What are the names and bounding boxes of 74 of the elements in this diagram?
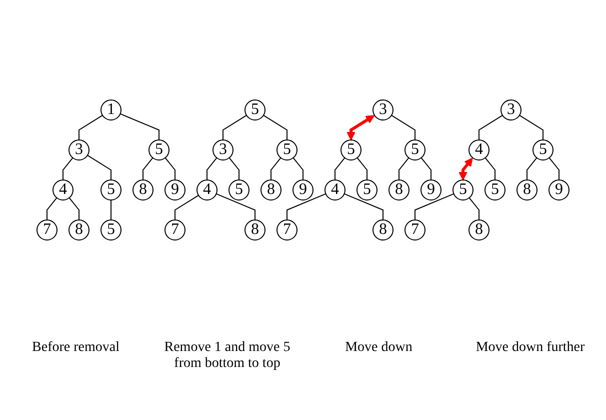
connector	[292, 157, 304, 180]
node-circle: 7	[164, 220, 186, 240]
connector	[334, 157, 346, 180]
connector	[86, 154, 112, 180]
node-circle: 8	[468, 220, 490, 240]
arrow	[346, 115, 375, 140]
node-circle: 4	[324, 180, 346, 200]
node-circle: 9	[292, 180, 314, 200]
node-circle: 8	[132, 180, 154, 200]
node-circle: 3	[68, 140, 90, 160]
connector	[390, 114, 416, 140]
connector	[478, 114, 504, 140]
connector	[270, 157, 282, 180]
connector	[420, 157, 432, 180]
node-circle: 5	[340, 140, 362, 160]
connector	[228, 157, 240, 180]
node-circle: 9	[420, 180, 442, 200]
node-circle: 8	[516, 180, 538, 200]
node-circle: 5	[356, 180, 378, 200]
connector	[518, 114, 544, 140]
node-circle: 1	[100, 100, 122, 120]
connector	[356, 157, 368, 180]
connector	[174, 194, 200, 220]
node-circle: 5	[404, 140, 426, 160]
node-circle: 8	[260, 180, 282, 200]
tree-caption: Remove 1 and move 5 from bottom to top	[163, 340, 292, 372]
connector	[222, 114, 248, 140]
connector	[78, 114, 104, 140]
node-circle: 3	[372, 100, 394, 120]
connector	[206, 157, 218, 180]
tree-caption: Move down further	[474, 340, 586, 357]
connector	[142, 157, 154, 180]
node-circle: 8	[68, 220, 90, 240]
connector	[216, 193, 256, 220]
connector	[286, 193, 326, 220]
node-circle: 5	[100, 180, 122, 200]
tree-caption: Move down	[344, 340, 414, 357]
node-circle: 7	[276, 220, 298, 240]
node-circle: 3	[500, 100, 522, 120]
connector	[68, 197, 80, 220]
connector	[110, 200, 112, 220]
connector	[262, 114, 288, 140]
connector	[62, 157, 74, 180]
node-circle: 8	[372, 220, 394, 240]
connector	[398, 157, 410, 180]
node-circle: 5	[148, 140, 170, 160]
node-circle: 8	[388, 180, 410, 200]
connector	[46, 197, 58, 220]
connector	[344, 193, 384, 220]
tree-caption: Before removal	[31, 340, 120, 357]
node-circle: 7	[36, 220, 58, 240]
node-circle: 5	[228, 180, 250, 200]
node-circle: 5	[532, 140, 554, 160]
node-circle: 7	[404, 220, 426, 240]
node-circle: 9	[548, 180, 570, 200]
connector	[120, 113, 160, 140]
connector	[468, 197, 480, 220]
node-circle: 3	[212, 140, 234, 160]
connector	[484, 157, 496, 180]
node-circle: 4	[196, 180, 218, 200]
node-circle: 5	[244, 100, 266, 120]
connector	[414, 193, 454, 220]
node-circle: 8	[244, 220, 266, 240]
connector	[548, 157, 560, 180]
connector	[164, 157, 176, 180]
connector	[526, 157, 538, 180]
node-circle: 5	[276, 140, 298, 160]
node-circle: 4	[52, 180, 74, 200]
node-circle: 9	[164, 180, 186, 200]
node-circle: 5	[100, 220, 122, 240]
node-circle: 5	[452, 180, 474, 200]
node-circle: 4	[468, 140, 490, 160]
arrow	[458, 158, 473, 180]
node-circle: 5	[484, 180, 506, 200]
